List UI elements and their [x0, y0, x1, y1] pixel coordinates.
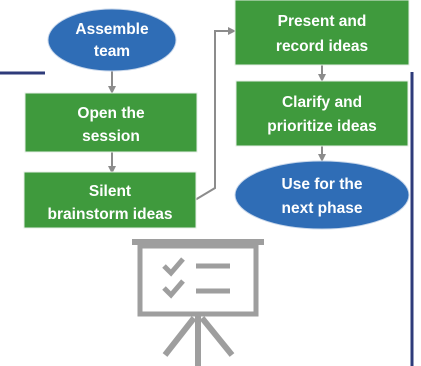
node-use-next-phase-line1: Use for the — [282, 176, 363, 193]
node-open-session: Open the session — [24, 92, 198, 153]
node-assemble-team-line1: Assemble — [75, 21, 149, 38]
node-open-session-line1: Open the — [77, 105, 145, 122]
node-silent-brainstorm: Silent brainstorm ideas — [23, 171, 197, 229]
node-present-record-line2: record ideas — [276, 38, 368, 55]
connector-silent-present — [194, 27, 236, 201]
node-silent-brainstorm-line1: Silent — [89, 183, 131, 200]
node-open-session-line2: session — [82, 128, 140, 145]
node-present-record: Present and record ideas — [234, 0, 410, 66]
node-use-next-phase-line2: next phase — [282, 200, 363, 217]
connectors — [108, 27, 326, 201]
node-clarify-prioritize: Clarify and prioritize ideas — [235, 80, 409, 147]
node-use-next-phase: Use for the next phase — [234, 160, 410, 230]
node-present-record-line1: Present and — [278, 13, 367, 30]
node-assemble-team: Assemble team — [47, 8, 177, 72]
presentation-checklist-icon — [132, 239, 264, 366]
node-clarify-prioritize-line2: prioritize ideas — [267, 118, 376, 135]
node-silent-brainstorm-line2: brainstorm ideas — [48, 206, 173, 223]
node-assemble-team-line2: team — [94, 43, 130, 60]
node-clarify-prioritize-line1: Clarify and — [282, 94, 362, 111]
